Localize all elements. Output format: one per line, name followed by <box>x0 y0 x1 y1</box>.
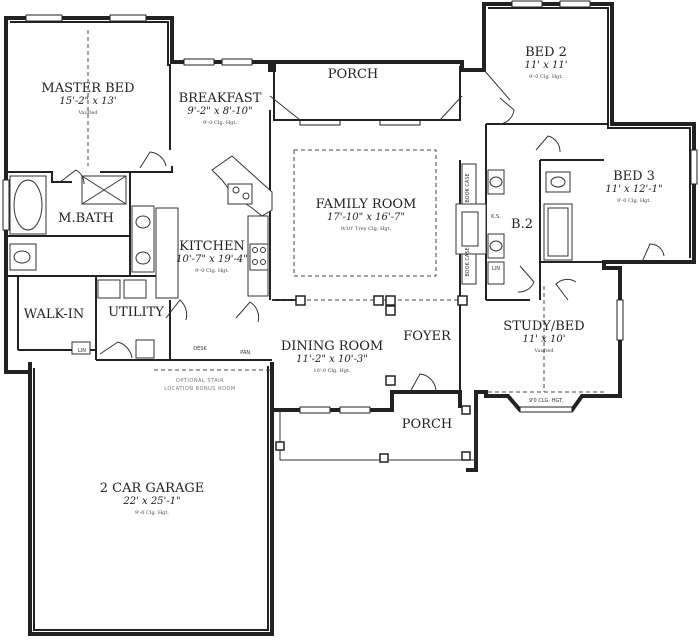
garage-name: 2 CAR GARAGE <box>100 481 204 496</box>
stair-note-line2: LOCATION BONUS ROOM <box>164 386 235 392</box>
room-family: FAMILY ROOM 17'-10" x 16'-7" 9/10' Trey … <box>316 197 417 232</box>
master-bath-fixtures <box>9 175 155 273</box>
kitchen-dim: 10'-7" x 19'-4" <box>176 254 248 265</box>
windows <box>2 0 698 414</box>
room-garage: 2 CAR GARAGE 22' x 25'-1" 9'-0 Clg. Hgt. <box>100 481 204 516</box>
bath2-fixtures <box>461 163 573 285</box>
dining-room-dim: 11'-2" x 10'-3" <box>296 354 368 365</box>
kitchen-note: 9'-0 Clg. Hgt. <box>195 268 229 274</box>
master-bed-name: MASTER BED <box>41 81 134 96</box>
kitchen-name: KITCHEN <box>179 239 245 254</box>
room-master-bed: MASTER BED 15'-2" x 13' Vaulted <box>41 81 134 116</box>
bookcase-right-label: BOOK CASE <box>465 247 471 276</box>
breakfast-note: 9'-0 Clg. Hgt. <box>203 120 237 126</box>
porch-top-name: PORCH <box>328 67 378 82</box>
study-bed-note: Vaulted <box>533 348 554 354</box>
master-bed-dim: 15'-2" x 13' <box>59 96 116 107</box>
b2-name: B.2 <box>511 217 533 232</box>
utility-fixtures <box>71 279 155 359</box>
garage-dim: 22' x 25'-1" <box>122 496 180 507</box>
bay-note: 9'0 CLG. HGT. <box>529 398 564 404</box>
bath-lin-label: LIN <box>492 266 500 272</box>
bed2-dim: 11' x 11' <box>525 60 568 71</box>
fireplace <box>455 203 487 255</box>
room-bed3: BED 3 11' x 12'-1" 9'-0 Clg. Hgt. <box>605 169 662 204</box>
pantry-label: PAN. <box>240 350 252 356</box>
stair-note-line1: OPTIONAL STAIR <box>176 378 224 384</box>
room-dining: DINING ROOM 11'-2" x 10'-3" 10'-0 Clg. H… <box>281 339 383 374</box>
porch-front-name: PORCH <box>402 417 452 432</box>
family-room-name: FAMILY ROOM <box>316 197 417 212</box>
dining-room-name: DINING ROOM <box>281 339 383 354</box>
mbath-name: M.BATH <box>58 211 114 226</box>
dining-room-note: 10'-0 Clg. Hgt. <box>313 368 351 374</box>
garage-note: 9'-0 Clg. Hgt. <box>135 510 169 516</box>
master-bed-note: Vaulted <box>77 110 98 116</box>
breakfast-dim: 9'-2" x 8'-10" <box>187 106 252 117</box>
walkin-lin-label: LIN <box>78 348 86 354</box>
room-bed2: BED 2 11' x 11' 9'-0 Clg. Hgt. <box>525 45 568 80</box>
bed2-note: 9'-0 Clg. Hgt. <box>529 74 563 80</box>
bed3-name: BED 3 <box>613 169 655 184</box>
columns <box>295 295 468 386</box>
utility-name: UTILITY <box>108 305 164 320</box>
foyer-name: FOYER <box>403 329 452 344</box>
breakfast-name: BREAKFAST <box>179 91 262 106</box>
kitchen-counters <box>155 155 273 299</box>
exterior-walls <box>4 2 696 636</box>
study-bed-dim: 11' x 10' <box>523 334 566 345</box>
bed2-name: BED 2 <box>525 45 567 60</box>
ks-label: K.S. <box>491 214 501 220</box>
bed3-dim: 11' x 12'-1" <box>605 184 662 195</box>
interior-walls <box>8 64 608 392</box>
door-swings <box>59 97 665 393</box>
porch-top-structure <box>269 64 511 121</box>
family-room-dim: 17'-10" x 16'-7" <box>327 212 405 223</box>
porch-front-structure <box>275 405 477 463</box>
trey-ceiling-outline <box>293 149 437 277</box>
room-study: STUDY/BED 11' x 10' Vaulted <box>503 319 584 354</box>
desk-label: DESK <box>193 346 207 352</box>
family-room-note: 9/10' Trey Clg. Hgt. <box>341 226 392 232</box>
room-kitchen: KITCHEN 10'-7" x 19'-4" 9'-0 Clg. Hgt. <box>176 239 248 274</box>
room-breakfast: BREAKFAST 9'-2" x 8'-10" 9'-0 Clg. Hgt. <box>179 91 262 126</box>
study-bed-name: STUDY/BED <box>503 319 584 334</box>
walkin-name: WALK-IN <box>24 307 84 322</box>
bed3-note: 9'-0 Clg. Hgt. <box>617 198 651 204</box>
bookcase-left-label: BOOK CASE <box>465 173 471 202</box>
